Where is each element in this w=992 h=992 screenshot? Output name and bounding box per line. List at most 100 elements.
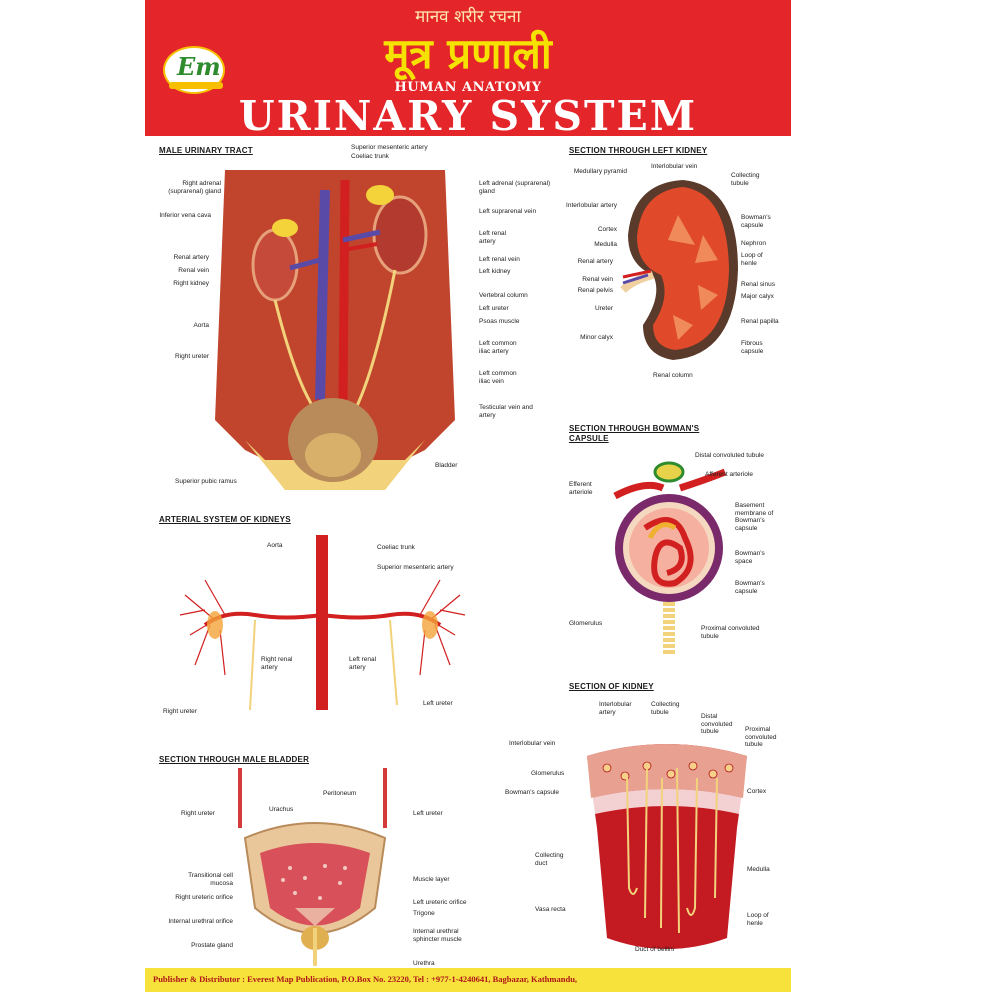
footer-text: Publisher & Distributor : Everest Map Pu… bbox=[153, 974, 578, 984]
label-left-common-iliac-vein: Left common iliac vein bbox=[479, 370, 517, 385]
label-duct-of-bellini: Duct of bellini bbox=[635, 946, 675, 953]
label-kidney-ureter: Ureter bbox=[594, 305, 613, 312]
label-section-bowmans-capsule: Bowman's capsule bbox=[505, 789, 559, 796]
label-nephron: Nephron bbox=[741, 240, 766, 247]
label-kidney-cortex: Cortex bbox=[597, 226, 617, 233]
label-left-common-iliac-artery: Left common iliac artery bbox=[479, 340, 517, 355]
label-coeliac-trunk-arterial: Coeliac trunk bbox=[377, 544, 415, 551]
label-transitional-mucosa: Transitional cell mucosa bbox=[188, 872, 233, 887]
label-left-ureter: Left ureter bbox=[479, 305, 509, 312]
label-kidney-renal-artery: Renal artery bbox=[577, 258, 613, 265]
bladder-title: SECTION THROUGH MALE BLADDER bbox=[159, 755, 310, 764]
label-trigone: Trigone bbox=[413, 910, 435, 917]
male-tract-illustration bbox=[215, 170, 455, 490]
label-left-renal-artery: Left renal artery bbox=[479, 230, 507, 245]
bladder-illustration bbox=[238, 768, 387, 966]
label-right-ureter-arterial: Right ureter bbox=[163, 708, 197, 715]
label-right-ureter: Right ureter bbox=[175, 353, 209, 360]
label-right-renal-artery: Right renal artery bbox=[261, 656, 293, 671]
label-bladder: Bladder bbox=[435, 462, 458, 469]
label-section-distal-tubule: Distal convoluted tubule bbox=[701, 713, 733, 735]
label-bowmans-space: Bowman's space bbox=[735, 550, 765, 565]
label-collecting-duct: Collecting duct bbox=[535, 852, 564, 867]
label-afferent-arteriole: Afferent arteriole bbox=[705, 471, 753, 478]
poster: मानव शरीर रचना मूत्र प्रणाली HUMAN ANATO… bbox=[145, 0, 791, 992]
label-prostate-gland: Prostate gland bbox=[191, 942, 233, 949]
label-bowmans-capsule: Bowman's capsule bbox=[735, 580, 765, 595]
left-kidney-illustration bbox=[620, 180, 738, 360]
label-section-glomerulus: Glomerulus bbox=[531, 770, 565, 777]
label-inferior-vena-cava: Inferior vena cava bbox=[159, 212, 211, 219]
label-superior-mesenteric-arterial: Superior mesenteric artery bbox=[377, 564, 454, 571]
label-section-medulla: Medulla bbox=[747, 866, 770, 873]
publisher-logo: Em bbox=[163, 46, 225, 94]
kidney-section-title: SECTION OF KIDNEY bbox=[569, 682, 654, 691]
label-left-kidney: Left kidney bbox=[479, 268, 511, 275]
label-kidney-medulla: Medulla bbox=[594, 241, 617, 248]
label-urethra: Urethra bbox=[413, 960, 435, 967]
hindi-title: मूत्र प्रणाली bbox=[384, 29, 552, 78]
label-psoas-muscle: Psoas muscle bbox=[479, 318, 520, 325]
publisher-footer: Publisher & Distributor : Everest Map Pu… bbox=[145, 968, 791, 992]
label-coeliac-trunk: Coeliac trunk bbox=[351, 153, 389, 160]
label-right-ureteric-orifice: Right ureteric orifice bbox=[175, 894, 233, 901]
label-right-kidney: Right kidney bbox=[173, 280, 209, 287]
label-renal-pelvis: Renal pelvis bbox=[577, 287, 613, 294]
label-collecting-tubule: Collecting tubule bbox=[731, 172, 760, 187]
label-major-calyx: Major calyx bbox=[741, 293, 774, 300]
english-subtitle: HUMAN ANATOMY bbox=[394, 80, 542, 95]
label-medullary-pyramid: Medullary pyramid bbox=[573, 168, 627, 175]
label-left-suprarenal-vein: Left suprarenal vein bbox=[479, 208, 537, 215]
label-section-proximal-tubule: Proximal convoluted tubule bbox=[745, 726, 777, 748]
label-section-collecting-tubule: Collecting tubule bbox=[651, 701, 680, 716]
label-vertebral-column: Vertebral column bbox=[479, 292, 528, 299]
left-kidney-title: SECTION THROUGH LEFT KIDNEY bbox=[569, 146, 708, 155]
label-interlobular-vein: Interlobular vein bbox=[651, 163, 698, 170]
label-renal-vein: Renal vein bbox=[178, 267, 209, 274]
label-section-interlobular-vein: Interlobular vein bbox=[509, 740, 556, 747]
logo-mark: Em bbox=[177, 52, 221, 81]
label-bladder-right-ureter: Right ureter bbox=[181, 810, 215, 817]
logo-ribbon bbox=[169, 82, 223, 89]
label-aorta-arterial: Aorta bbox=[267, 542, 283, 549]
label-left-adrenal: Left adrenal (suprarenal) gland bbox=[479, 180, 551, 195]
bowman-title: SECTION THROUGH BOWMAN'S CAPSULE bbox=[569, 424, 700, 443]
label-vasa-recta: Vasa recta bbox=[535, 906, 566, 913]
label-left-renal-vein: Left renal vein bbox=[479, 256, 520, 263]
label-proximal-convoluted-tubule: Proximal convoluted tubule bbox=[701, 625, 760, 640]
label-section-interlobular-artery: Interlobular artery bbox=[599, 701, 632, 716]
label-aorta: Aorta bbox=[193, 322, 209, 329]
bowman-illustration bbox=[613, 461, 727, 654]
label-urachus: Urachus bbox=[269, 806, 294, 813]
arterial-illustration bbox=[179, 535, 466, 711]
label-bladder-left-ureter: Left ureter bbox=[413, 810, 443, 817]
label-loop-of-henle: Loop of henle bbox=[741, 252, 763, 267]
label-efferent-arteriole: Efferent arteriole bbox=[569, 481, 593, 496]
label-left-ureter-arterial: Left ureter bbox=[423, 700, 453, 707]
label-renal-sinus: Renal sinus bbox=[741, 281, 775, 288]
label-superior-pubic-ramus: Superior pubic ramus bbox=[175, 478, 237, 485]
label-urethral-sphincter: Internal urethral sphincter muscle bbox=[413, 928, 462, 943]
english-title: URINARY SYSTEM bbox=[238, 92, 698, 140]
label-bowmans-capsule-kidney: Bowman's capsule bbox=[741, 214, 771, 229]
label-left-renal-artery: Left renal artery bbox=[349, 656, 377, 671]
label-left-ureteric-orifice: Left ureteric orifice bbox=[413, 899, 467, 906]
label-fibrous-capsule: Fibrous capsule bbox=[741, 340, 764, 355]
label-renal-artery: Renal artery bbox=[173, 254, 209, 261]
arterial-title: ARTERIAL SYSTEM OF KIDNEYS bbox=[159, 515, 291, 524]
label-muscle-layer: Muscle layer bbox=[413, 876, 450, 883]
hindi-subtitle: मानव शरीर रचना bbox=[415, 7, 521, 27]
label-basement-membrane: Basement membrane of Bowman's capsule bbox=[735, 502, 774, 532]
label-distal-convoluted-tubule: Distal convoluted tubule bbox=[695, 452, 765, 459]
label-superior-mesenteric-artery: Superior mesenteric artery bbox=[351, 144, 428, 151]
label-renal-papilla: Renal papilla bbox=[741, 318, 779, 325]
male-tract-title: MALE URINARY TRACT bbox=[159, 146, 253, 155]
label-section-loop-of-henle: Loop of henle bbox=[747, 912, 769, 927]
label-internal-urethral-orifice: Internal urethral orifice bbox=[168, 918, 233, 925]
label-minor-calyx: Minor calyx bbox=[580, 334, 613, 341]
label-testicular-vein-artery: Testicular vein and artery bbox=[479, 404, 533, 419]
label-bowman-glomerulus: Glomerulus bbox=[569, 620, 603, 627]
label-kidney-renal-vein: Renal vein bbox=[582, 276, 613, 283]
label-section-cortex: Cortex bbox=[747, 788, 767, 795]
label-interlobular-artery: Interlobular artery bbox=[566, 202, 617, 209]
